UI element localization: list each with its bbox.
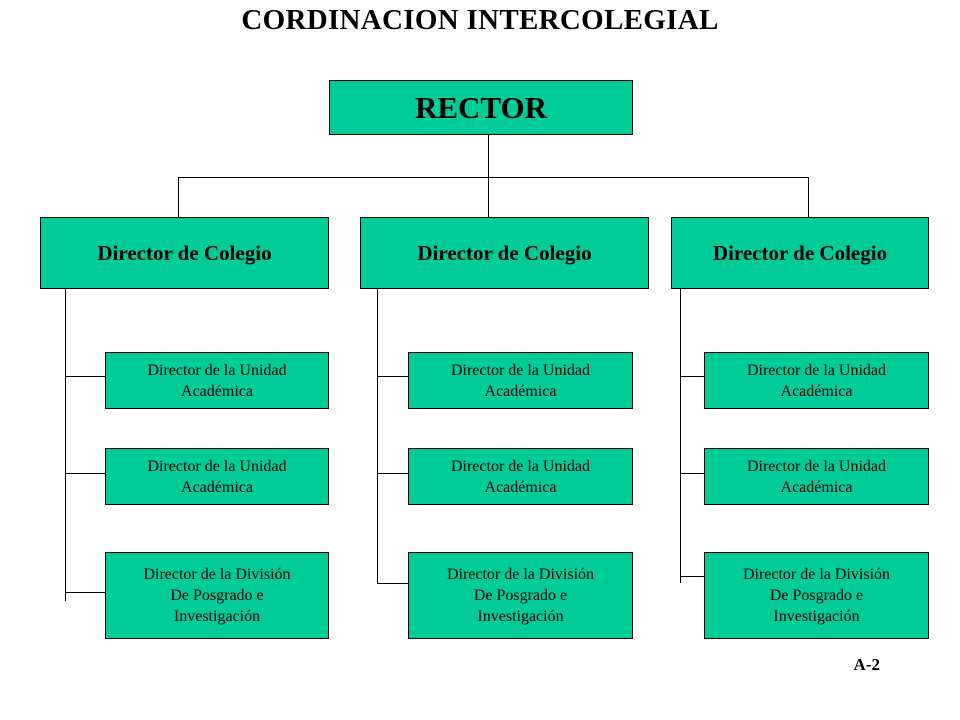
page-number: A-2 (853, 655, 880, 674)
connector-line (65, 473, 105, 474)
connector-line (65, 376, 105, 377)
connector-line (488, 135, 489, 177)
connector-line (65, 289, 66, 601)
colegio-director-box: Director de Colegio (40, 217, 329, 289)
connector-line (178, 177, 808, 178)
connector-line (680, 576, 704, 577)
connector-line (377, 289, 378, 583)
connector-line (178, 177, 179, 217)
connector-line (488, 177, 489, 217)
connector-line (680, 289, 681, 583)
connector-line (808, 177, 809, 217)
connector-line (377, 376, 408, 377)
colegio-director-box: Director de Colegio (360, 217, 649, 289)
connector-line (680, 473, 704, 474)
connector-line (680, 376, 704, 377)
connector-line (65, 592, 105, 593)
colegio-director-box: Director de Colegio (671, 217, 929, 289)
connector-line (377, 583, 408, 584)
connector-line (377, 473, 408, 474)
chart-title: CORDINACION INTERCOLEGIAL (241, 4, 719, 36)
rector-box: RECTOR (329, 80, 633, 135)
